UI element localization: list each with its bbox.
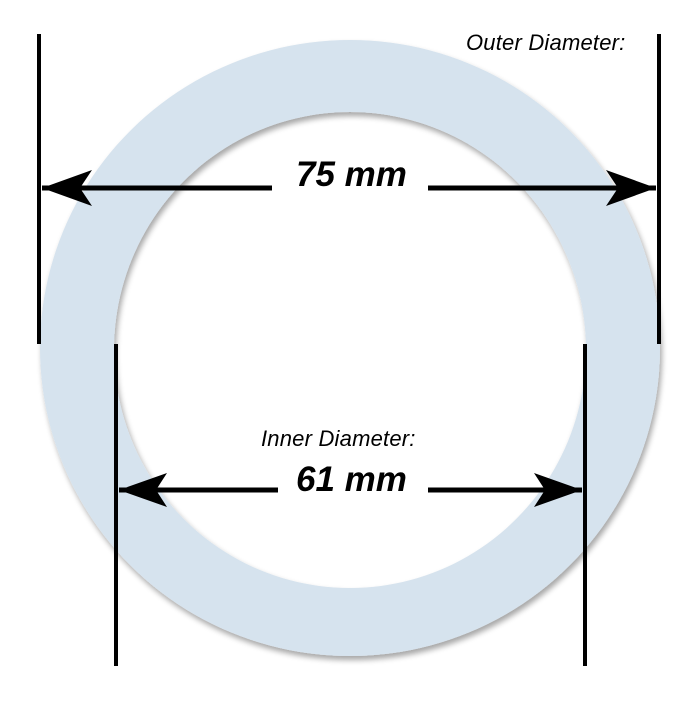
outer-diameter-value: 75 mm [296,155,407,194]
outer-diameter-caption: Outer Diameter: [466,30,626,55]
outer-dimension-arrow [42,170,656,206]
gasket-ring [40,40,661,657]
inner-diameter-caption: Inner Diameter: [261,426,416,451]
inner-dimension-arrow [119,473,582,507]
inner-diameter-value: 61 mm [296,460,407,499]
